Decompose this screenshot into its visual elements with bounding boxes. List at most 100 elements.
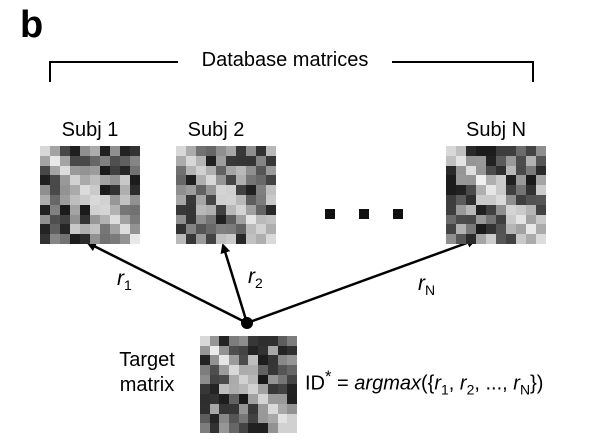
matrix-cell	[526, 146, 536, 156]
matrix-cell	[506, 146, 516, 156]
matrix-cell	[526, 214, 536, 225]
matrix-cell	[248, 374, 259, 385]
matrix-cell	[258, 413, 268, 424]
matrix-cell	[90, 165, 100, 176]
matrix-cell	[496, 195, 506, 205]
matrix-cell	[277, 365, 288, 375]
matrix-cell	[256, 224, 266, 235]
matrix-cell	[60, 214, 70, 225]
matrix-cell	[496, 146, 506, 156]
matrix-cell	[120, 195, 130, 205]
subj-1-matrix	[40, 146, 140, 244]
matrix-cell	[219, 423, 230, 433]
matrix-cell	[206, 146, 216, 156]
matrix-cell	[206, 214, 216, 225]
matrix-cell	[40, 146, 50, 156]
rn-label: rN	[418, 272, 436, 298]
matrix-cell	[50, 175, 60, 186]
matrix-cell	[238, 423, 249, 433]
matrix-cell	[267, 345, 278, 356]
matrix-cell	[90, 146, 100, 156]
matrix-cell	[496, 175, 506, 186]
matrix-cell	[229, 345, 239, 356]
matrix-cell	[256, 195, 266, 205]
matrix-cell	[256, 175, 266, 186]
matrix-cell	[236, 175, 246, 186]
matrix-cell	[446, 214, 456, 225]
matrix-cell	[229, 365, 239, 375]
matrix-cell	[50, 195, 60, 205]
matrix-cell	[456, 214, 466, 225]
matrix-cell	[216, 214, 226, 225]
matrix-cell	[176, 146, 186, 156]
matrix-cell	[287, 394, 297, 404]
matrix-cell	[526, 165, 536, 176]
matrix-cell	[466, 175, 476, 186]
matrix-cell	[238, 394, 249, 404]
matrix-cell	[176, 214, 186, 225]
matrix-cell	[200, 403, 210, 414]
matrix-cell	[506, 224, 516, 235]
matrix-cell	[287, 403, 297, 414]
matrix-cell	[229, 355, 239, 366]
matrix-cell	[258, 374, 268, 385]
matrix-cell	[229, 384, 239, 395]
matrix-cell	[219, 374, 230, 385]
matrix-cell	[130, 224, 140, 235]
matrix-cell	[536, 195, 546, 205]
matrix-cell	[226, 234, 236, 244]
panel-letter: b	[20, 4, 44, 46]
matrix-cell	[266, 214, 276, 225]
matrix-cell	[496, 185, 506, 195]
matrix-cell	[248, 394, 259, 404]
matrix-cell	[130, 234, 140, 244]
matrix-cell	[110, 234, 120, 244]
matrix-cell	[110, 214, 120, 225]
matrix-cell	[526, 195, 536, 205]
matrix-cell	[50, 185, 60, 195]
matrix-cell	[80, 185, 90, 195]
matrix-cell	[456, 234, 466, 244]
matrix-cell	[209, 403, 220, 414]
matrix-cell	[496, 224, 506, 235]
matrix-cell	[246, 155, 256, 166]
matrix-cell	[60, 195, 70, 205]
arrow-to-subj-1	[86, 241, 248, 325]
matrix-cell	[267, 413, 278, 424]
matrix-cell	[209, 336, 220, 346]
matrix-cell	[70, 214, 80, 225]
matrix-cell	[526, 224, 536, 235]
matrix-cell	[186, 204, 196, 215]
ellipsis-dot	[359, 209, 369, 219]
matrix-cell	[120, 175, 130, 186]
matrix-cell	[526, 185, 536, 195]
matrix-cell	[110, 224, 120, 235]
matrix-cell	[229, 413, 239, 424]
matrix-cell	[50, 214, 60, 225]
matrix-cell	[196, 155, 206, 166]
matrix-cell	[456, 175, 466, 186]
matrix-cell	[130, 146, 140, 156]
matrix-cell	[110, 195, 120, 205]
matrix-cell	[120, 165, 130, 176]
matrix-cell	[80, 214, 90, 225]
matrix-cell	[536, 185, 546, 195]
arrow-to-subj-n	[246, 238, 477, 325]
matrix-cell	[246, 214, 256, 225]
matrix-cell	[246, 175, 256, 186]
matrix-cell	[226, 155, 236, 166]
matrix-cell	[506, 155, 516, 166]
matrix-cell	[90, 214, 100, 225]
matrix-cell	[216, 204, 226, 215]
matrix-cell	[219, 365, 230, 375]
matrix-cell	[258, 355, 268, 366]
matrix-cell	[110, 204, 120, 215]
matrix-cell	[100, 195, 110, 205]
matrix-cell	[130, 165, 140, 176]
matrix-cell	[209, 423, 220, 433]
matrix-cell	[40, 175, 50, 186]
matrix-cell	[476, 204, 486, 215]
matrix-cell	[248, 336, 259, 346]
matrix-cell	[176, 165, 186, 176]
matrix-cell	[120, 214, 130, 225]
